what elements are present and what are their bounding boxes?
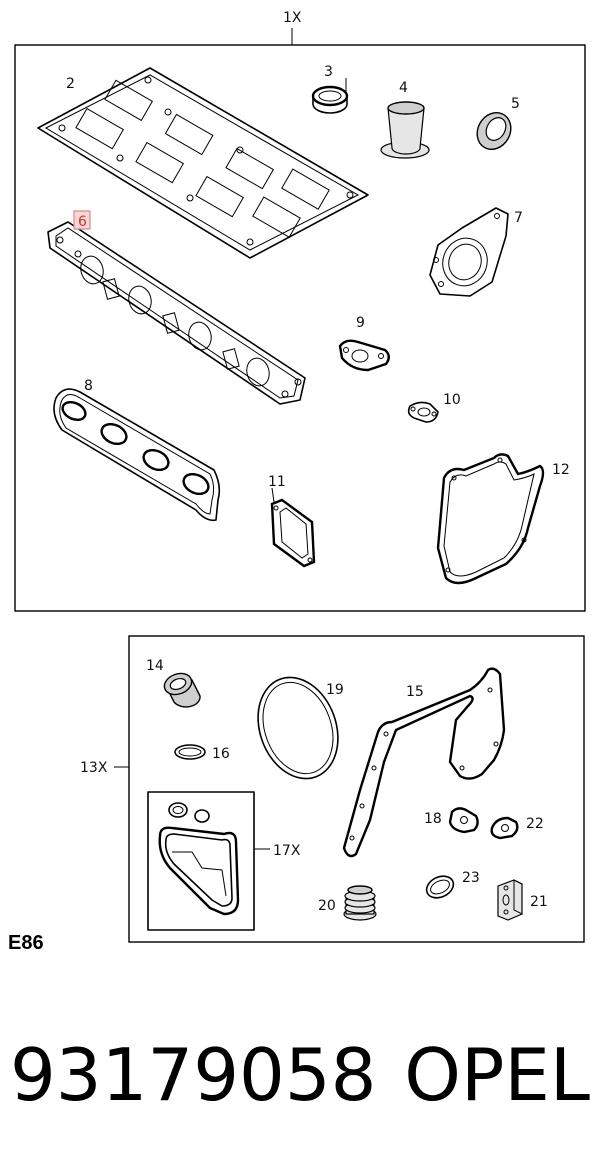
part-21-block-plate[interactable] <box>497 879 523 921</box>
highlight-box-part-6 <box>73 210 91 230</box>
part-2-head-cover-gasket[interactable] <box>37 67 369 259</box>
part-20-bellows[interactable] <box>343 885 377 921</box>
brand-name: OPEL <box>404 1033 590 1117</box>
part-6-intake-manifold-gasket[interactable] <box>47 221 306 405</box>
part-11-rectangular-gasket[interactable] <box>270 487 316 568</box>
label-part-18: 18 <box>424 811 442 827</box>
label-part-22: 22 <box>526 816 544 832</box>
label-part-17x: 17X <box>273 843 301 859</box>
part-19-round-gasket[interactable] <box>245 666 352 790</box>
label-part-2: 2 <box>66 76 75 92</box>
part-10-small-gasket[interactable] <box>407 401 439 423</box>
part-7-flange-gasket[interactable] <box>429 207 509 297</box>
label-part-3: 3 <box>324 64 333 80</box>
label-part-23: 23 <box>462 870 480 886</box>
part-14-seal[interactable] <box>161 670 201 708</box>
part-5-oil-seal[interactable] <box>471 107 518 156</box>
lower-kit-frame <box>128 635 585 943</box>
label-part-21: 21 <box>530 894 548 910</box>
part-12-timing-cover-gasket[interactable] <box>436 453 545 585</box>
part-22-flange-gasket[interactable] <box>490 816 519 840</box>
part-3-seal-ring[interactable] <box>311 78 349 114</box>
label-part-5: 5 <box>511 96 520 112</box>
part-9-small-gasket[interactable] <box>338 339 390 372</box>
part-15-timing-gasket[interactable] <box>342 667 506 858</box>
label-part-8: 8 <box>84 378 93 394</box>
part-4-sleeve[interactable] <box>380 101 430 159</box>
gasket-kit-diagram: 1X 2 3 4 <box>14 10 586 943</box>
label-part-4: 4 <box>399 80 408 96</box>
label-part-10: 10 <box>443 392 461 408</box>
label-part-7: 7 <box>514 210 523 226</box>
part-16-o-ring[interactable] <box>174 744 206 760</box>
upper-kit-frame <box>14 44 586 612</box>
label-1x: 1X <box>283 10 302 26</box>
part-8-exhaust-manifold-gasket[interactable] <box>53 388 221 522</box>
label-part-15: 15 <box>406 684 424 700</box>
label-part-11: 11 <box>268 474 286 490</box>
section-code: E86 <box>8 932 44 954</box>
label-part-12: 12 <box>552 462 570 478</box>
label-part-14: 14 <box>146 658 164 674</box>
label-part-6: 6 <box>78 214 87 230</box>
part-23-o-ring[interactable] <box>423 872 457 902</box>
footer: 93179058 OPEL <box>10 1020 590 1130</box>
label-13x: 13X <box>80 760 108 776</box>
part-17x-oil-cooler-gasket-set[interactable] <box>147 791 270 931</box>
label-part-9: 9 <box>356 315 365 331</box>
label-part-19: 19 <box>326 682 344 698</box>
label-part-16: 16 <box>212 746 230 762</box>
part-18-flange-gasket[interactable] <box>448 807 479 834</box>
label-part-20: 20 <box>318 898 336 914</box>
part-number: 93179058 <box>10 1033 377 1117</box>
